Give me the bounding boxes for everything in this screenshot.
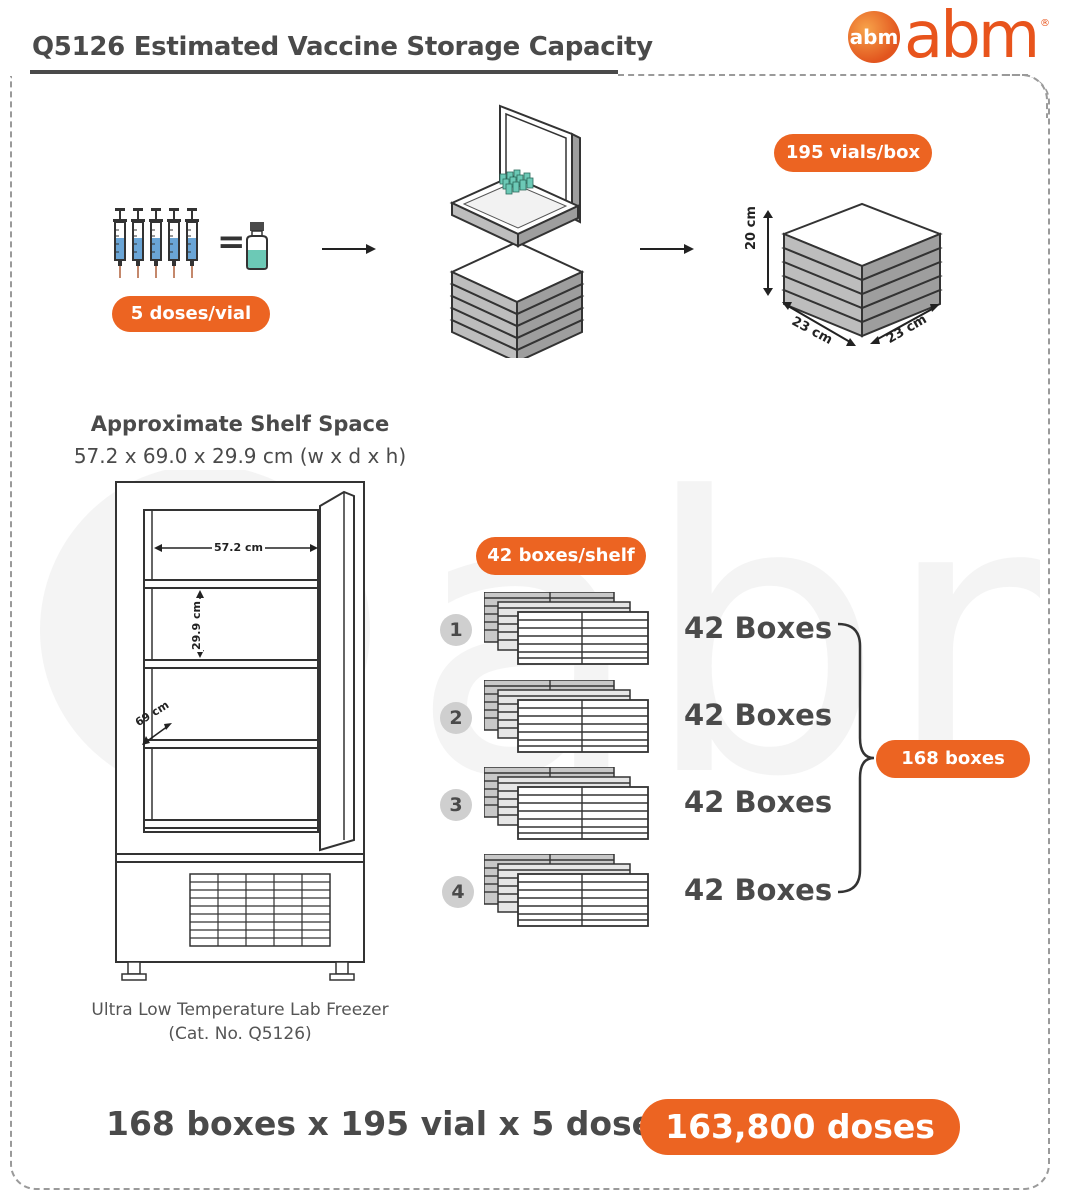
freezer-caption: Ultra Low Temperature Lab Freezer (Cat. … xyxy=(40,998,440,1046)
brace-icon xyxy=(837,622,875,894)
total-doses-badge: 163,800 doses xyxy=(640,1099,960,1155)
title-underline xyxy=(30,70,618,74)
content-frame-corner xyxy=(1004,74,1048,118)
box-height-label: 20 cm xyxy=(744,206,759,250)
box-grid-icon xyxy=(484,854,649,927)
freezer-illustration xyxy=(115,481,365,981)
shelf-boxes-label-1: 42 Boxes xyxy=(684,611,833,645)
shelf-number-3: 3 xyxy=(440,789,472,821)
box-grid-icon xyxy=(484,680,649,753)
shelf-boxes-label-4: 42 Boxes xyxy=(684,873,833,907)
equals-sign: = xyxy=(217,222,246,262)
content-frame xyxy=(10,76,1050,1190)
shelf-space-dimensions: 57.2 x 69.0 x 29.9 cm (w x d x h) xyxy=(73,444,407,468)
box-stack-icon xyxy=(763,203,941,346)
abm-logo-badge: abm xyxy=(848,11,900,63)
shelf-number-2: 2 xyxy=(440,702,472,734)
shelf-number-1: 1 xyxy=(440,614,472,646)
vials-per-box-badge: 195 vials/box xyxy=(774,134,932,172)
page-title: Q5126 Estimated Vaccine Storage Capacity xyxy=(32,32,653,62)
abm-logo-text: abm xyxy=(904,0,1040,73)
freezer-name: Ultra Low Temperature Lab Freezer xyxy=(91,1000,389,1020)
shelf-space-title: Approximate Shelf Space xyxy=(90,412,390,436)
vial-icon xyxy=(246,222,268,270)
shelf-width-label: 57.2 cm xyxy=(212,541,265,554)
syringes-icon xyxy=(113,208,200,279)
doses-per-vial-badge: 5 doses/vial xyxy=(112,296,270,332)
registered-mark: ® xyxy=(1040,18,1050,29)
total-boxes-badge: 168 boxes xyxy=(876,740,1030,778)
capacity-equation: 168 boxes x 195 vial x 5 doses = xyxy=(106,1104,713,1143)
arrow-right-icon xyxy=(640,244,694,254)
shelf-height-label: 29.9 cm xyxy=(190,599,203,652)
box-grid-icon xyxy=(484,767,649,840)
arrow-right-icon xyxy=(322,244,376,254)
shelf-number-4: 4 xyxy=(442,876,474,908)
box-grid-icon xyxy=(484,592,649,665)
shelf-boxes-label-2: 42 Boxes xyxy=(684,698,833,732)
shelf-boxes-label-3: 42 Boxes xyxy=(684,785,833,819)
content-frame-top xyxy=(618,74,1028,76)
open-vial-box-icon xyxy=(449,104,583,358)
freezer-cat-no: (Cat. No. Q5126) xyxy=(168,1024,312,1044)
boxes-per-shelf-badge: 42 boxes/shelf xyxy=(476,537,646,575)
